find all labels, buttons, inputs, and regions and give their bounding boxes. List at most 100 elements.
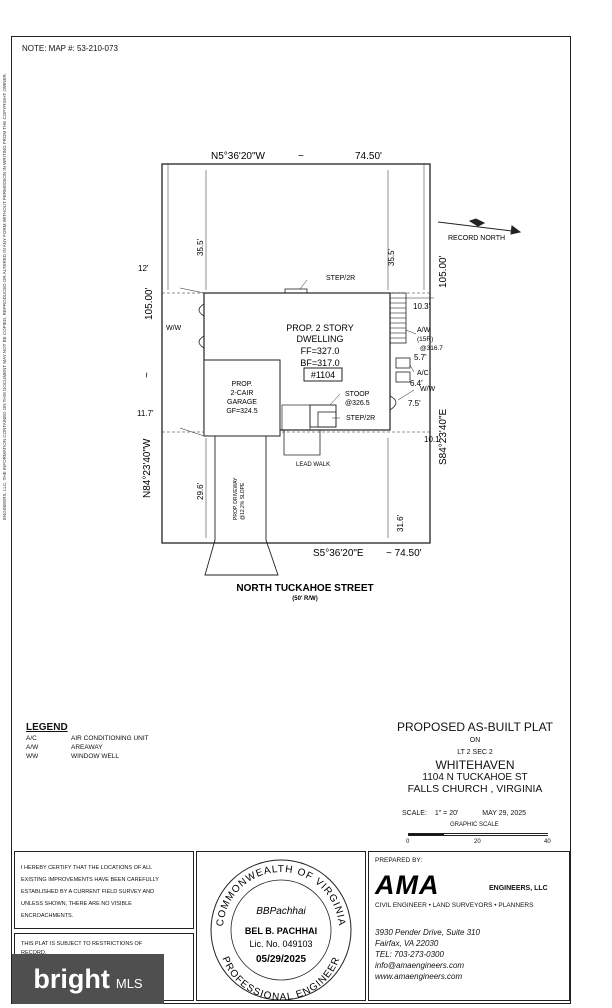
lot-boundary xyxy=(161,163,431,544)
plat-address: 1104 N TUCKAHOE ST xyxy=(422,772,528,783)
dim-5-7: 5.7' xyxy=(414,353,427,362)
top-distance: 74.50' xyxy=(355,151,382,162)
driveway-label-2: @12.2% SLOPE xyxy=(240,482,246,520)
left-tilde: ~ xyxy=(142,372,153,378)
dim-29-6: 29.6' xyxy=(196,482,205,500)
plat-lot: LT 2 SEC 2 xyxy=(457,749,493,756)
plat-city: FALLS CHURCH , VIRGINIA xyxy=(407,783,543,795)
graphic-scale-bar xyxy=(408,833,549,836)
house-number: #1104 xyxy=(311,370,335,380)
ac-label: A/C xyxy=(417,370,429,377)
address-line: www.amaengineers.com xyxy=(375,972,463,981)
seal-top-text: COMMONWEALTH OF VIRGINIA xyxy=(215,864,346,927)
left-bearing: N84°23'40"W xyxy=(142,438,153,498)
areaway-elev: @316.7 xyxy=(420,345,443,352)
address-line: info@amaengineers.com xyxy=(375,961,465,970)
scale-value: 1" = 20' xyxy=(434,810,459,817)
right-bearing: S84°23'40"E xyxy=(438,409,449,465)
cert-line: EXISTING IMPROVEMENTS HAVE BEEN CAREFULL… xyxy=(21,877,159,883)
address-line: 3930 Pender Drive, Suite 310 xyxy=(375,928,480,937)
address-line: Fairfax, VA 22030 xyxy=(375,939,439,948)
dim-11-7: 11.7' xyxy=(137,409,154,418)
bottom-bearing: S5°36'20"E xyxy=(313,548,364,559)
legend-row: A/C AIR CONDITIONING UNIT xyxy=(26,735,149,744)
dim-12: 12' xyxy=(138,264,149,273)
scale-line: SCALE: 1" = 20' MAY 29, 2025 xyxy=(402,810,526,817)
right-of-way: (50' R/W) xyxy=(292,596,317,602)
legend-value: AREAWAY xyxy=(71,744,103,751)
scale-tick-20: 20 xyxy=(474,839,481,845)
bottom-distance: ~ 74.50' xyxy=(386,548,422,559)
areaway-risers: (15R) xyxy=(417,336,433,343)
cert-line: UNLESS SHOWN, THERE ARE NO VISIBLE xyxy=(21,901,132,907)
legend-key: A/C xyxy=(26,735,37,742)
map-note: NOTE: MAP #: 53-210-073 xyxy=(22,44,118,53)
top-tilde: ~ xyxy=(298,151,304,162)
title-block: PROPOSED AS-BUILT PLAT ON LT 2 SEC 2 WHI… xyxy=(380,720,570,795)
dwelling-bf: BF=317.0 xyxy=(300,358,339,368)
dwelling-label-1: PROP. 2 STORY xyxy=(286,323,354,333)
north-arrow-icon xyxy=(437,218,522,235)
scale-tick-0: 0 xyxy=(406,839,410,845)
prepared-by-label: PREPARED BY: xyxy=(375,857,423,864)
window-well-left-label: W/W xyxy=(166,325,182,332)
dwelling-ff: FF=327.0 xyxy=(301,346,340,356)
preparer-services: CIVIL ENGINEER • LAND SURVEYORS • PLANNE… xyxy=(375,902,534,909)
seal-name: BEL B. PACHHAI xyxy=(245,926,317,936)
preparer-address: 3930 Pender Drive, Suite 310 Fairfax, VA… xyxy=(375,927,480,982)
left-distance: 105.00' xyxy=(144,287,155,320)
scale-label: SCALE: xyxy=(402,810,427,817)
dim-front-setback-left: 35.5' xyxy=(196,238,205,256)
legend-title: LEGEND xyxy=(26,722,68,733)
dim-10-3: 10.3' xyxy=(413,302,431,311)
window-well-right-label: W/W xyxy=(420,386,436,393)
legend-row: A/W AREAWAY xyxy=(26,744,149,753)
legend-value: WINDOW WELL xyxy=(71,753,120,760)
ama-logo-suffix: ENGINEERS, LLC xyxy=(489,885,548,892)
svg-text:COMMONWEALTH OF VIRGINIA: COMMONWEALTH OF VIRGINIA xyxy=(215,864,347,927)
dim-7-5: 7.5' xyxy=(408,399,421,408)
plat-title: PROPOSED AS-BUILT PLAT xyxy=(396,720,554,734)
certification-box: I HEREBY CERTIFY THAT THE LOCATIONS OF A… xyxy=(14,851,194,929)
plat-date: MAY 29, 2025 xyxy=(482,810,527,817)
top-bearing: N5°36'20"W xyxy=(211,151,265,162)
stoop-label: STOOP xyxy=(345,391,370,398)
legend: LEGEND A/C AIR CONDITIONING UNIT A/W AREAW… xyxy=(26,722,149,762)
areaway-label: A/W xyxy=(417,327,431,334)
garage-label-2: 2-CAIR xyxy=(231,390,254,397)
dim-6-4: 6.4' xyxy=(410,379,423,388)
mls-label: MLS xyxy=(115,975,143,991)
legend-value: AIR CONDITIONING UNIT xyxy=(71,735,149,742)
dim-front-setback-right: 35.5' xyxy=(387,248,396,266)
cert-line: ENCROACHMENTS. xyxy=(21,913,74,919)
garage-gf: GF=324.5 xyxy=(226,408,257,415)
dim-10-1: 10.1' xyxy=(424,435,442,444)
street-name: NORTH TUCKAHOE STREET xyxy=(236,583,373,594)
legend-key: A/W xyxy=(26,744,39,751)
garage-footprint xyxy=(203,359,281,437)
step-top-label: STEP/2R xyxy=(326,275,355,282)
seal-box: COMMONWEALTH OF VIRGINIA PROFESSIONAL EN… xyxy=(196,851,366,1003)
plat-on: ON xyxy=(469,737,481,744)
step-bottom-label: STEP/2R xyxy=(346,415,375,422)
restr-line: RECORD. xyxy=(21,950,47,956)
garage-label-1: PROP. xyxy=(232,381,253,388)
seal-license: Lic. No. 049103 xyxy=(249,939,312,949)
legend-table: A/C AIR CONDITIONING UNIT A/W AREAWAY WW WI… xyxy=(26,735,149,762)
driveway-label-1: PROP. DRIVEWAY xyxy=(233,477,239,520)
lead-walk-label: LEAD WALK xyxy=(296,462,330,468)
record-north-label: RECORD NORTH xyxy=(448,235,505,242)
stoop-elev: @326.5 xyxy=(345,400,370,407)
legend-key: WW xyxy=(26,753,39,760)
plat-border xyxy=(11,36,571,1004)
seal-date: 05/29/2025 xyxy=(256,954,306,965)
dwelling-label-2: DWELLING xyxy=(296,334,343,344)
legend-row: WW WINDOW WELL xyxy=(26,753,149,762)
engineer-seal: COMMONWEALTH OF VIRGINIA PROFESSIONAL EN… xyxy=(210,859,352,1003)
bright-brand: bright xyxy=(33,963,110,994)
preparer-box: PREPARED BY: AMA ENGINEERS, LLC CIVIL EN… xyxy=(368,851,570,1001)
cert-line: ESTABLISHED BY A CURRENT FIELD SURVEY AN… xyxy=(21,889,155,895)
ama-logo: AMA xyxy=(375,870,440,900)
graphic-scale-label: GRAPHIC SCALE xyxy=(450,822,499,828)
